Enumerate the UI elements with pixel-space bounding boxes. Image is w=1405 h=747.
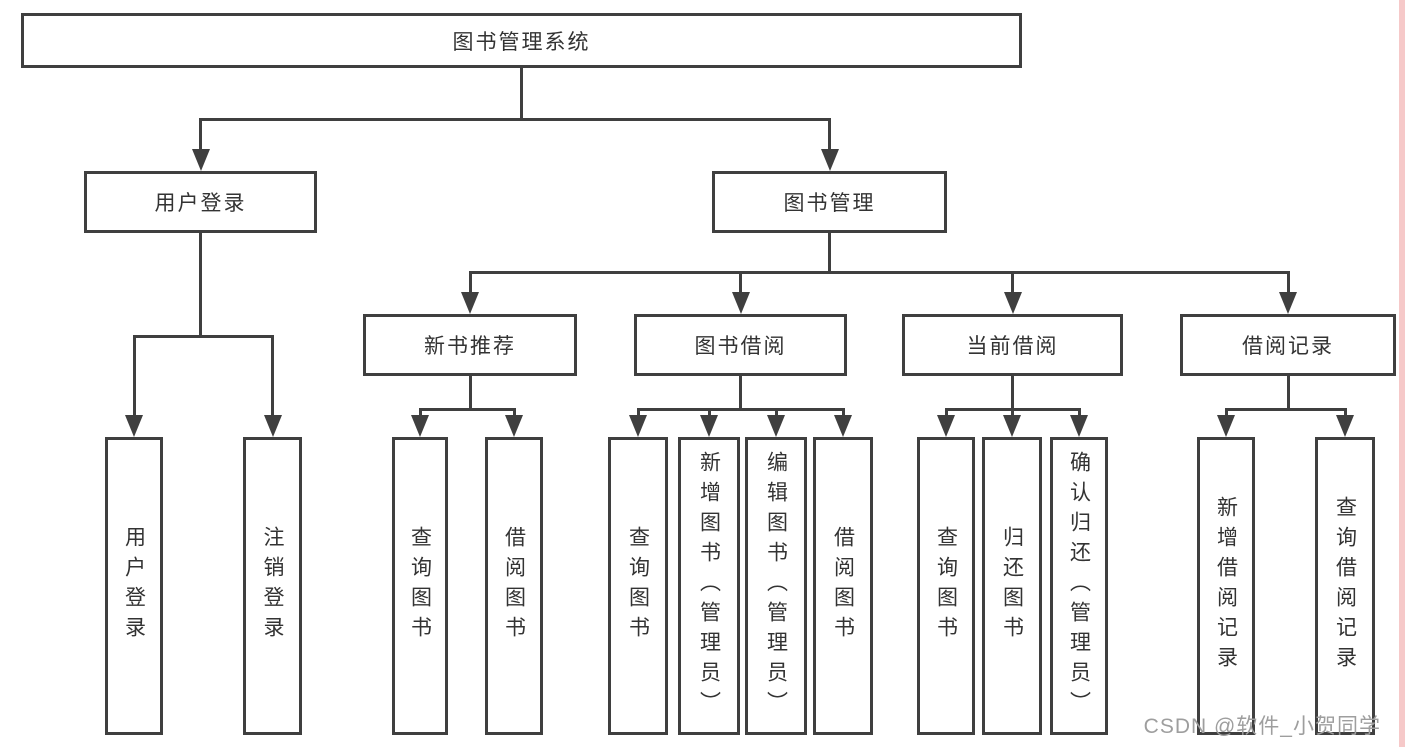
connector-line (828, 233, 831, 274)
node-bb-edit-books: 编辑图书（管理员） (745, 437, 807, 735)
connector-line (468, 271, 1290, 274)
arrowhead-down-icon (820, 149, 839, 171)
connector-line (1343, 408, 1347, 416)
connector-line (739, 271, 742, 293)
connector-line (1224, 408, 1347, 411)
node-label: 新书推荐 (424, 335, 516, 358)
connector-line (636, 408, 845, 411)
arrowhead-down-icon (1336, 415, 1354, 437)
node-label: 图书借阅 (694, 335, 787, 358)
connector-line (774, 408, 778, 416)
connector-line (944, 408, 948, 416)
connector-line (512, 408, 516, 416)
node-bb-borrow-books: 借阅图书 (813, 437, 873, 735)
node-br-query-record: 查询借阅记录 (1315, 437, 1375, 735)
node-label: 编辑图书（管理员） (764, 451, 788, 721)
arrowhead-down-icon (937, 415, 955, 437)
node-new-book-recommend: 新书推荐 (363, 314, 577, 376)
connector-line (468, 376, 472, 411)
node-label: 借阅图书 (831, 526, 855, 646)
node-cb-return-books: 归还图书 (982, 437, 1042, 735)
connector-line (418, 408, 422, 416)
node-label: 当前借阅 (966, 335, 1059, 358)
connector-line (739, 376, 742, 411)
node-book-borrowing: 图书借阅 (634, 314, 847, 376)
node-book-management: 图书管理 (712, 171, 947, 233)
connector-line (1011, 271, 1014, 293)
node-label: 查询图书 (934, 526, 958, 646)
connector-line (1286, 271, 1290, 293)
arrowhead-down-icon (125, 415, 143, 437)
node-book-management-system: 图书管理系统 (21, 13, 1022, 68)
arrowhead-down-icon (263, 415, 282, 437)
connector-line (1011, 376, 1014, 411)
connector-line (841, 408, 845, 416)
node-label: 查询借阅记录 (1333, 496, 1357, 676)
node-user-login-action: 用户登录 (105, 437, 163, 735)
node-label: 图书管理系统 (452, 30, 591, 54)
arrowhead-down-icon (411, 415, 429, 437)
connector-line (271, 335, 274, 416)
node-label: 归还图书 (1000, 526, 1024, 646)
connector-line (828, 118, 831, 150)
node-label: 用户登录 (122, 526, 146, 646)
connector-line (199, 233, 202, 338)
connector-line (636, 408, 640, 416)
node-borrow-records: 借阅记录 (1180, 314, 1396, 376)
connector-line (468, 271, 472, 293)
connector-line (199, 118, 202, 150)
connector-line (1077, 408, 1081, 416)
node-cb-query-books: 查询图书 (917, 437, 975, 735)
node-label: 确认归还（管理员） (1067, 451, 1091, 721)
right-edge-strip (1399, 0, 1405, 747)
arrowhead-down-icon (731, 292, 750, 314)
arrowhead-down-icon (1217, 415, 1235, 437)
node-label: 图书管理 (783, 192, 876, 215)
node-label: 用户登录 (154, 192, 247, 215)
node-br-add-record: 新增借阅记录 (1197, 437, 1255, 735)
connector-line (520, 68, 523, 121)
arrowhead-down-icon (834, 415, 852, 437)
node-cb-confirm-return: 确认归还（管理员） (1050, 437, 1108, 735)
arrowhead-down-icon (700, 415, 718, 437)
arrowhead-down-icon (767, 415, 785, 437)
node-label: 借阅记录 (1242, 335, 1334, 358)
node-current-borrowing: 当前借阅 (902, 314, 1123, 376)
arrowhead-down-icon (1003, 292, 1022, 314)
arrowhead-down-icon (461, 292, 479, 314)
arrowhead-down-icon (1279, 292, 1297, 314)
connector-line (199, 118, 831, 121)
node-user-login: 用户登录 (84, 171, 317, 233)
node-nb-borrow-books: 借阅图书 (485, 437, 543, 735)
arrowhead-down-icon (191, 149, 210, 171)
node-label: 查询图书 (626, 526, 650, 646)
arrowhead-down-icon (629, 415, 647, 437)
connector-line (1010, 408, 1014, 416)
connector-line (707, 408, 711, 416)
connector-line (418, 408, 516, 411)
arrowhead-down-icon (505, 415, 523, 437)
connector-line (1286, 376, 1290, 411)
node-label: 查询图书 (408, 526, 432, 646)
arrowhead-down-icon (1003, 415, 1021, 437)
node-bb-add-books: 新增图书（管理员） (678, 437, 740, 735)
node-bb-query-books: 查询图书 (608, 437, 668, 735)
node-label: 新增图书（管理员） (697, 451, 721, 721)
node-label: 新增借阅记录 (1214, 496, 1238, 676)
connector-line (1224, 408, 1228, 416)
connector-line (132, 335, 274, 338)
node-logout-action: 注销登录 (243, 437, 302, 735)
node-label: 借阅图书 (502, 526, 526, 646)
connector-line (132, 335, 136, 416)
node-nb-query-books: 查询图书 (392, 437, 448, 735)
csdn-watermark: CSDN @软件_小贺同学 (1143, 715, 1381, 738)
arrowhead-down-icon (1070, 415, 1088, 437)
node-label: 注销登录 (261, 526, 284, 646)
